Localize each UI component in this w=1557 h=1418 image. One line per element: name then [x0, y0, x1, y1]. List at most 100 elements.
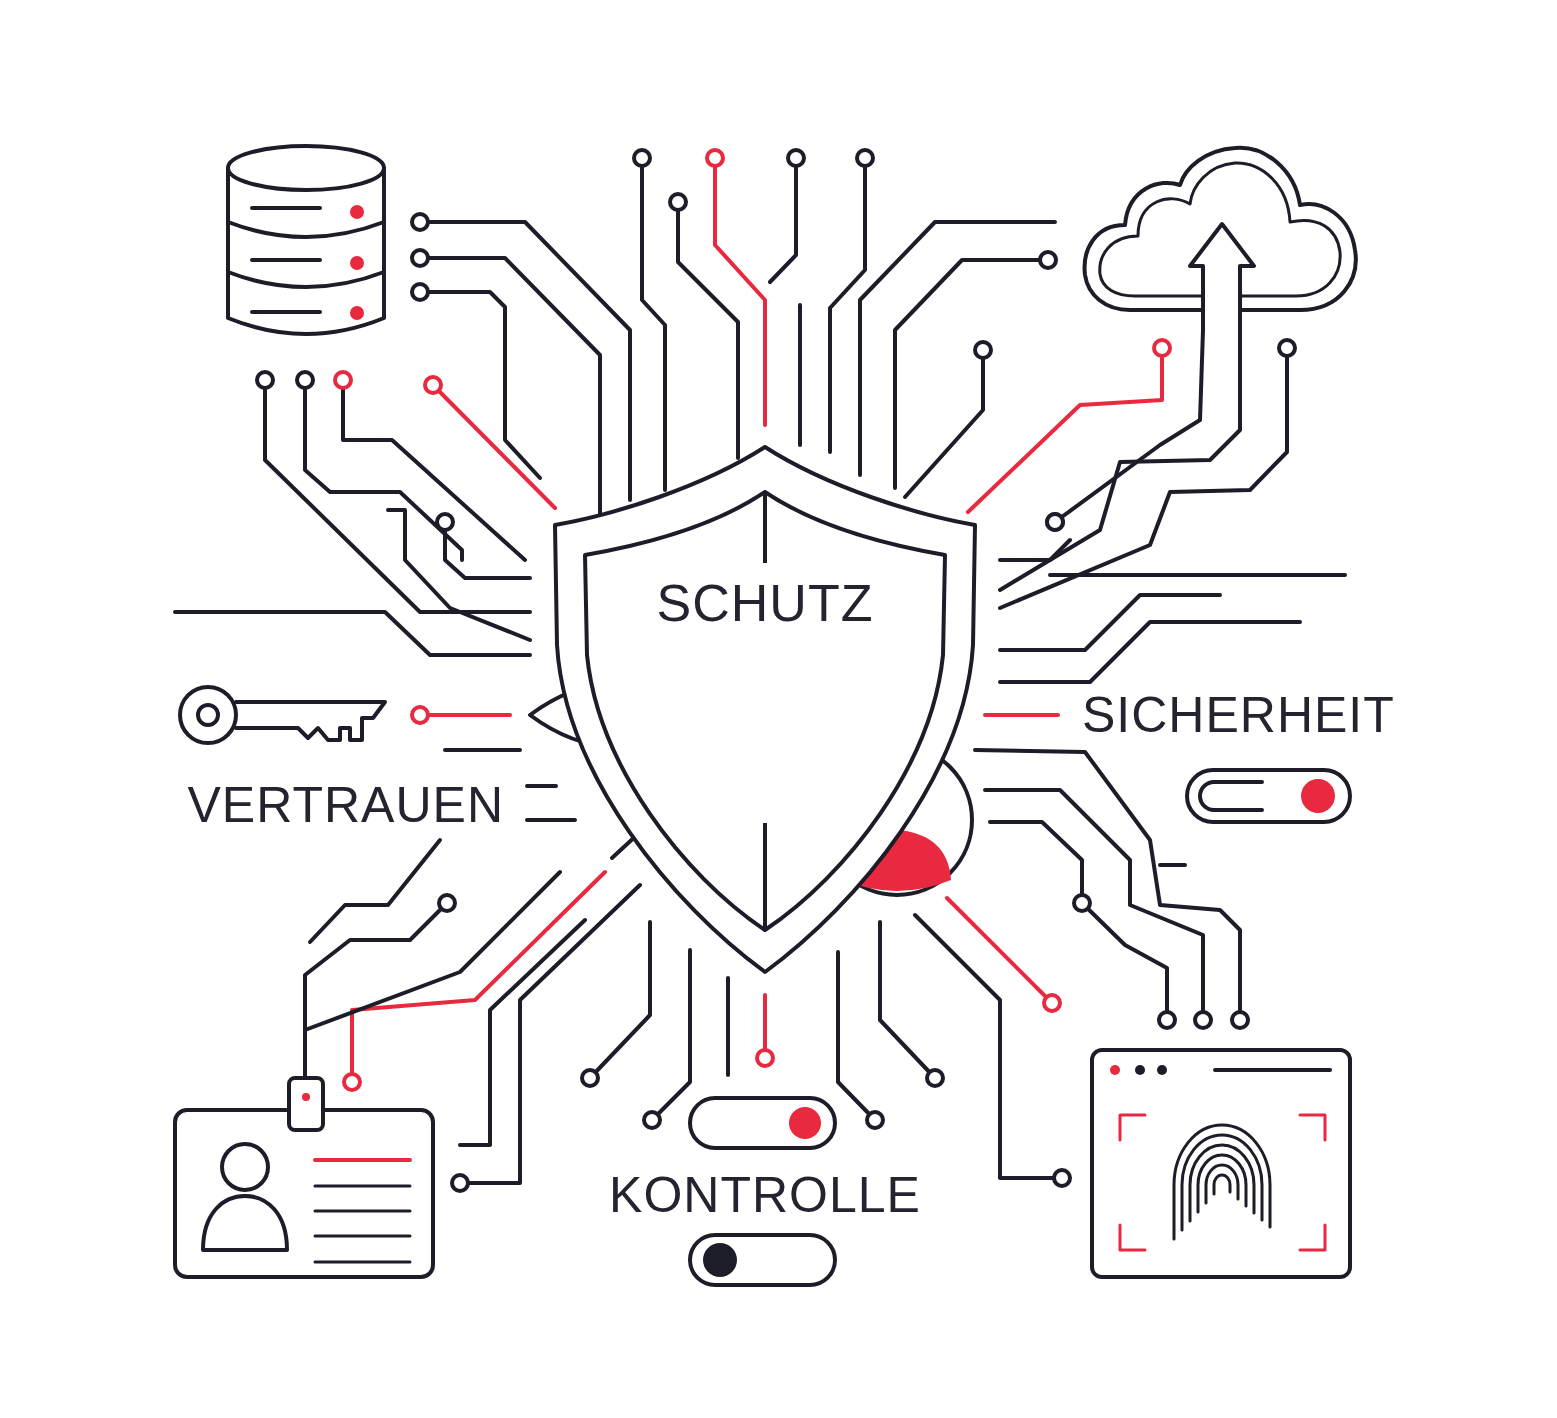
- circuit-wire: [715, 158, 765, 425]
- wire-terminal: [335, 372, 351, 388]
- wire-terminal: [1047, 514, 1063, 530]
- circuit-wire: [1000, 330, 1240, 590]
- fingerprint-ridge: [1214, 1175, 1230, 1194]
- circuit-wire: [1000, 595, 1220, 650]
- circuit-wire: [985, 713, 1058, 717]
- circuit-wire: [1160, 863, 1185, 867]
- circuit-wire: [590, 922, 650, 1078]
- wire-terminal: [757, 1050, 773, 1066]
- circuit-wire: [652, 950, 690, 1120]
- circuit-wire: [420, 292, 540, 478]
- circuit-wire: [1082, 903, 1167, 1020]
- circuit-wire: [175, 612, 530, 655]
- circuit-wire: [838, 952, 875, 1120]
- wire-terminal: [1154, 340, 1170, 356]
- shield-outer: [555, 447, 975, 972]
- circuit-wire: [915, 915, 1062, 1178]
- circuit-wire: [352, 872, 605, 1082]
- keyword-label: VERTRAUEN: [184, 780, 508, 830]
- circuit-wire: [433, 385, 555, 508]
- id-card-icon: [175, 1078, 433, 1277]
- wire-terminal: [425, 377, 441, 393]
- wire-terminal: [452, 1175, 468, 1191]
- wire-terminal: [1074, 895, 1090, 911]
- fingerprint-window-icon: [1092, 1050, 1350, 1277]
- shield-title: SCHUTZ: [657, 577, 874, 629]
- circuit-wire: [445, 748, 520, 752]
- wire-terminal: [412, 284, 428, 300]
- circuit-wire: [305, 903, 447, 1078]
- fingerprint-ridge: [1198, 1155, 1246, 1212]
- wire-terminal: [412, 707, 428, 723]
- wire-terminal: [670, 194, 686, 210]
- shield-node: SCHUTZ: [553, 445, 977, 975]
- circuit-wire: [460, 920, 585, 1145]
- wire-terminal: [1159, 1012, 1175, 1028]
- wire-terminal: [582, 1070, 598, 1086]
- fingerprint-ridge: [1174, 1125, 1270, 1239]
- wire-terminal: [1279, 340, 1295, 356]
- wire-terminal: [412, 250, 428, 266]
- circuit-wire: [726, 978, 730, 1075]
- circuit-wire: [420, 713, 510, 717]
- wire-terminal: [1054, 1170, 1070, 1186]
- circuit-wire: [880, 922, 935, 1078]
- wire-terminal: [1232, 1012, 1248, 1028]
- key-icon: [180, 687, 385, 743]
- wire-terminal: [644, 1112, 660, 1128]
- circuit-wire: [770, 158, 796, 282]
- shield-inner: [585, 492, 945, 930]
- database-icon: [228, 146, 384, 334]
- fingerprint-lines: [1174, 1125, 1270, 1239]
- wire-terminal: [297, 372, 313, 388]
- shield-outline: [553, 445, 977, 975]
- cloud-upload-icon: [1085, 148, 1356, 330]
- keyword-label: SICHERHEIT: [1078, 690, 1399, 740]
- toggle-switch: [1187, 770, 1350, 822]
- circuit-wire: [642, 158, 665, 490]
- wire-terminal: [1044, 995, 1060, 1011]
- circuit-wire: [343, 380, 525, 560]
- wire-terminal: [1195, 1012, 1211, 1028]
- fingerprint-ridge: [1206, 1165, 1238, 1203]
- circuit-wire: [1050, 573, 1345, 577]
- wire-terminal: [975, 342, 991, 358]
- circuit-wire: [305, 380, 462, 560]
- toggle-switch: [690, 1235, 835, 1285]
- circuit-wire: [1055, 330, 1203, 522]
- wire-terminal: [437, 514, 453, 530]
- circuit-wire: [968, 348, 1162, 512]
- wire-terminal: [707, 150, 723, 166]
- circuit-wire: [990, 822, 1082, 903]
- fingerprint-ridge: [1182, 1135, 1262, 1230]
- circuit-wire: [678, 202, 738, 458]
- circuit-wire: [445, 522, 530, 578]
- circuit-wire: [265, 380, 530, 612]
- wire-terminal: [1047, 514, 1063, 530]
- toggle-switch: [690, 1098, 835, 1148]
- wire-terminal: [439, 895, 455, 911]
- wire-terminal: [1040, 252, 1056, 268]
- circuit-wire: [1000, 540, 1070, 560]
- wire-terminal: [257, 372, 273, 388]
- wire-terminal: [412, 214, 428, 230]
- circuit-wire: [895, 260, 1048, 488]
- circuit-wire: [905, 350, 983, 497]
- circuit-wire: [798, 305, 802, 445]
- circuit-wire: [1000, 348, 1287, 608]
- circuit-wire: [947, 898, 1052, 1003]
- circuit-wire: [460, 885, 640, 1183]
- shield-divider: [763, 492, 767, 930]
- wire-terminal: [857, 150, 873, 166]
- wire-terminal: [927, 1070, 943, 1086]
- wire-terminal: [344, 1074, 360, 1090]
- wire-terminal: [634, 150, 650, 166]
- wire-terminal: [788, 150, 804, 166]
- wire-terminal: [867, 1112, 883, 1128]
- keyword-label: KONTROLLE: [605, 1170, 925, 1220]
- circuit-wire: [420, 258, 600, 515]
- dash-marks: [527, 786, 575, 820]
- circuit-wire: [388, 510, 530, 640]
- fingerprint-ridge: [1190, 1145, 1254, 1221]
